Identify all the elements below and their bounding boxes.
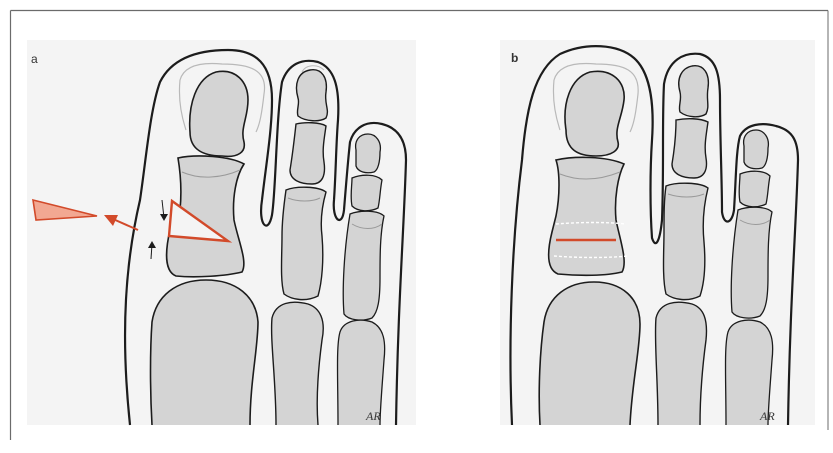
second-metatarsal-b [655, 302, 706, 425]
panel-a-label: a [31, 52, 38, 66]
second-toe-proximal-phalanx-b [664, 183, 709, 299]
third-toe-distal-phalanx [356, 134, 381, 173]
third-toe-middle-phalanx-b [739, 171, 770, 207]
panel-a: AR [27, 40, 416, 425]
second-toe-distal-phalanx [297, 70, 328, 121]
third-toe-distal-phalanx-b [744, 130, 769, 169]
panel-b: AR [500, 40, 815, 425]
hallux-metatarsal-head-b [539, 282, 640, 425]
second-toe-middle-phalanx-b [672, 119, 708, 178]
panel-b-label: b [511, 51, 518, 65]
third-toe-proximal-phalanx [343, 211, 384, 320]
hallux-distal-phalanx-b [565, 71, 624, 156]
second-toe-distal-phalanx-b [679, 66, 709, 117]
second-toe-proximal-phalanx [282, 187, 327, 299]
artist-signature-b: AR [759, 409, 775, 423]
second-toe-middle-phalanx [290, 123, 326, 184]
artist-signature-a: AR [365, 409, 381, 423]
hallux-metatarsal-head [151, 280, 259, 425]
second-metatarsal [272, 302, 324, 425]
third-toe-middle-phalanx [351, 175, 382, 211]
